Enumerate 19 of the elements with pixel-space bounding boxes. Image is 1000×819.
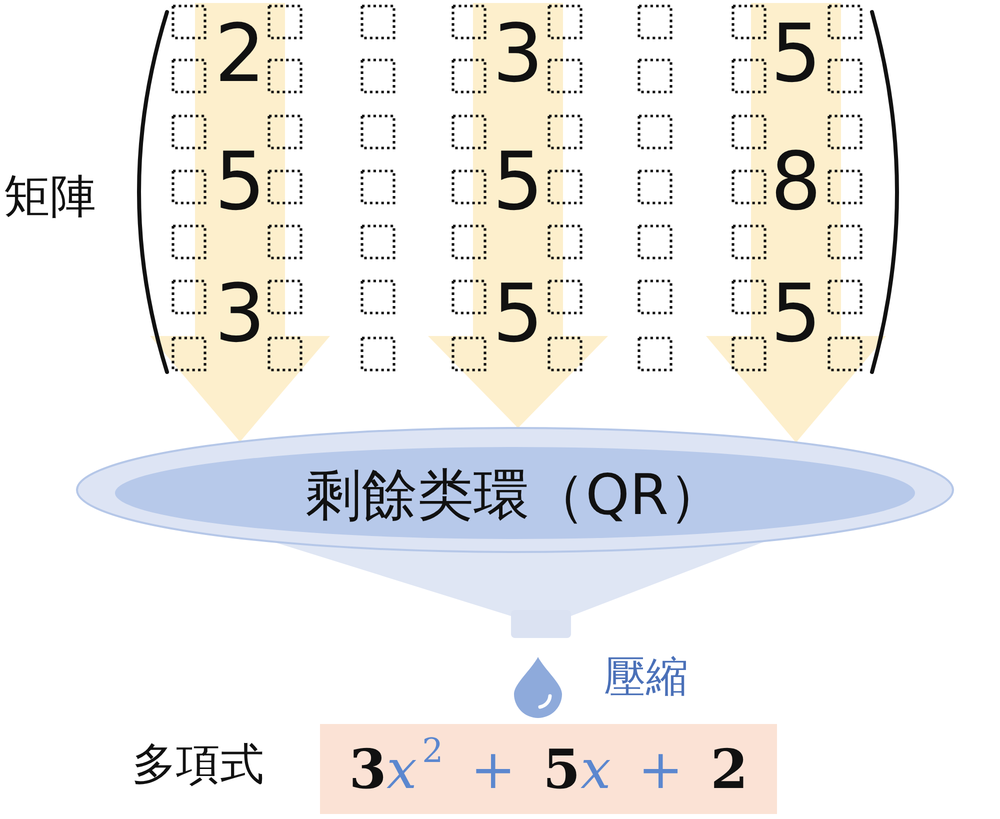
formula: 3x$^{2}$ + 5x + 2 bbox=[348, 732, 748, 802]
matrix-entry: 2 bbox=[214, 14, 266, 94]
matrix-entry: 5 bbox=[492, 142, 544, 222]
matrix-entry: 5 bbox=[492, 274, 544, 354]
arrow bbox=[428, 336, 608, 428]
drop-icon bbox=[511, 656, 565, 718]
formula-label: 多項式 bbox=[132, 738, 264, 791]
matrix-entry: 3 bbox=[492, 14, 544, 94]
arrow bbox=[706, 336, 886, 442]
matrix-label: 矩陣 bbox=[4, 168, 96, 224]
step-label: 壓縮 bbox=[604, 652, 688, 702]
matrix-entry: 5 bbox=[770, 274, 822, 354]
matrix-entry: 5 bbox=[214, 142, 266, 222]
matrix-entry: 5 bbox=[770, 14, 822, 94]
matrix-entry: 8 bbox=[770, 142, 822, 222]
arrow bbox=[150, 336, 330, 442]
matrix-entry: 3 bbox=[214, 274, 266, 354]
formula-panel bbox=[320, 724, 777, 814]
funnel-label: 剩餘类環（QR） bbox=[304, 464, 726, 528]
